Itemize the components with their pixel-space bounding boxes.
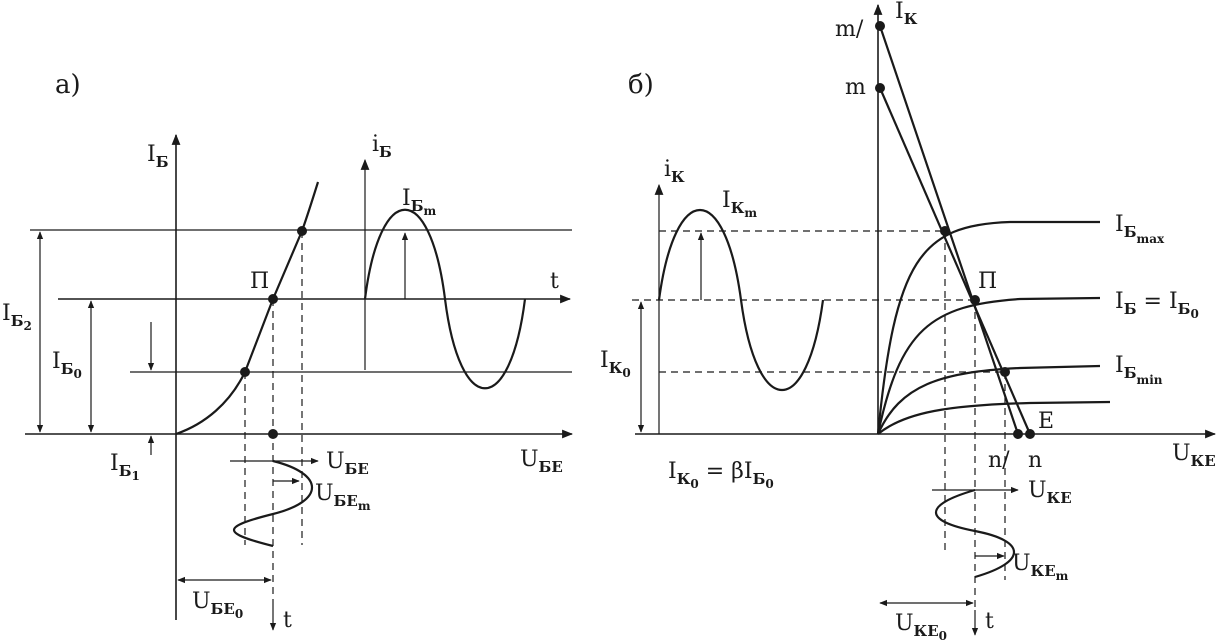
point-max-left xyxy=(297,226,307,236)
label-ube-axis: UБЕ xyxy=(520,447,563,476)
curve-ib-min xyxy=(876,364,1101,435)
point-op-right xyxy=(970,295,980,305)
ube-signal-sine xyxy=(233,459,314,548)
label-ube0: UБЕ0 xyxy=(192,589,243,621)
label-ib2: IБ2 xyxy=(2,301,32,333)
label-ib0: IБ0 xyxy=(52,349,82,381)
point-n-prime xyxy=(1013,429,1023,439)
point-min-left xyxy=(240,367,250,377)
ib-signal-sine xyxy=(363,208,527,390)
label-op-right: П xyxy=(978,269,997,294)
label-ukem: UКЕm xyxy=(1012,551,1069,583)
label-ikm: IКm xyxy=(722,188,757,220)
label-op-left: П xyxy=(250,269,269,294)
label-e: E xyxy=(1038,409,1054,434)
label-ib-axis: IБ xyxy=(147,142,169,171)
label-n: n xyxy=(1028,448,1042,473)
label-ubem: UБЕm xyxy=(315,481,371,513)
label-ibm: IБm xyxy=(402,186,437,218)
curve-ib-low xyxy=(877,400,1111,435)
label-ik-signal-axis: iК xyxy=(664,157,685,186)
left-diagram: а) IБ i xyxy=(2,70,574,633)
label-ik0: IК0 xyxy=(600,348,631,380)
point-op-left xyxy=(268,294,278,304)
label-m: m xyxy=(845,75,866,100)
point-min-right xyxy=(1000,367,1010,377)
left-diagram-label: а) xyxy=(55,70,81,100)
label-ube-signal: UБЕ xyxy=(326,449,369,478)
point-m xyxy=(875,83,885,93)
label-uke0: UКЕ0 xyxy=(895,611,947,643)
label-ik-axis: IК xyxy=(895,0,918,28)
label-t-bottom-left: t xyxy=(283,608,292,633)
label-t-bottom-right: t xyxy=(985,609,994,634)
label-uke-signal: UКЕ xyxy=(1028,478,1072,507)
label-n-prime: n/ xyxy=(988,448,1010,473)
curve-ib-0 xyxy=(876,296,1101,435)
label-m-prime: m/ xyxy=(835,17,864,42)
load-line-m xyxy=(878,87,1032,435)
uke-signal-sine xyxy=(934,488,1016,579)
point-n xyxy=(1025,429,1035,439)
label-t-left: t xyxy=(550,269,559,294)
label-ib1: IБ1 xyxy=(110,451,140,483)
right-diagram-label: б) xyxy=(628,70,654,100)
point-m-prime xyxy=(875,21,885,31)
curve-ib-max xyxy=(876,220,1100,435)
label-ib-signal-axis: iБ xyxy=(372,132,392,161)
right-diagram: б) xyxy=(600,0,1217,643)
label-ib-min: IБmin xyxy=(1115,353,1163,387)
label-ib-max: IБmax xyxy=(1115,212,1165,246)
input-characteristic xyxy=(175,181,320,436)
point-ube0 xyxy=(268,429,278,439)
point-max-right xyxy=(940,226,950,236)
label-formula: IК0 = βIБ0 xyxy=(668,459,774,491)
label-uke-axis: UКЕ xyxy=(1172,441,1216,470)
ik-signal-sine xyxy=(657,208,825,392)
label-ib-eq-ib0: IБ = IБ0 xyxy=(1115,289,1199,321)
